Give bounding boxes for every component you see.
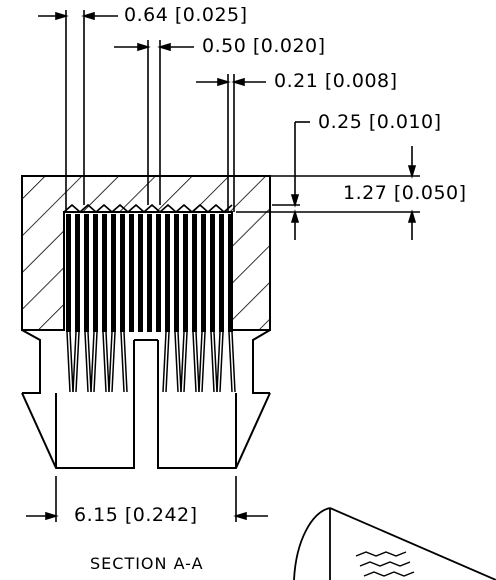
dim-height-label: 1.27 [0.050] <box>343 182 467 204</box>
contact-lead <box>108 331 116 393</box>
contact-blade <box>138 214 143 332</box>
contact-blade <box>192 214 197 332</box>
contact-blade <box>165 214 170 332</box>
contact-lead <box>216 331 224 393</box>
dimension-lines <box>26 10 420 522</box>
contact-blades <box>66 214 236 393</box>
contact-lead <box>192 331 200 393</box>
contact-lead <box>198 331 206 393</box>
contact-lead <box>210 331 218 393</box>
contact-blade <box>129 214 134 332</box>
contact-blade <box>102 214 107 332</box>
contact-blade <box>210 214 215 332</box>
contact-lead <box>66 331 74 393</box>
connector-body <box>21 329 271 469</box>
dim-overall-width-label: 6.15 [0.242] <box>74 504 198 526</box>
contact-blade <box>183 214 188 332</box>
dim-blade-width-label: 0.50 [0.020] <box>202 35 326 57</box>
contact-blade <box>75 214 80 332</box>
contact-blade <box>93 214 98 332</box>
contact-lead <box>90 331 98 393</box>
contact-lead <box>120 331 128 393</box>
contact-blade <box>174 214 179 332</box>
contact-lead <box>162 331 170 393</box>
detail-view-fragment <box>293 507 496 580</box>
contact-blade <box>228 214 233 332</box>
contact-lead <box>84 331 92 393</box>
contact-lead <box>228 331 236 393</box>
dim-recess-depth-label: 0.25 [0.010] <box>318 111 442 133</box>
contact-blade <box>201 214 206 332</box>
contact-blade <box>156 214 161 332</box>
contact-blade <box>66 214 71 332</box>
contact-blade <box>219 214 224 332</box>
contact-blade <box>147 214 152 332</box>
contact-blade <box>111 214 116 332</box>
section-caption: SECTION A-A <box>90 554 204 573</box>
contact-lead <box>180 331 188 393</box>
dim-gap-label: 0.21 [0.008] <box>274 70 398 92</box>
contact-lead <box>102 331 110 393</box>
dim-pitch-label: 0.64 [0.025] <box>124 4 248 26</box>
contact-lead <box>72 331 80 393</box>
contact-blade <box>84 214 89 332</box>
contact-lead <box>174 331 182 393</box>
contact-blade <box>120 214 125 332</box>
